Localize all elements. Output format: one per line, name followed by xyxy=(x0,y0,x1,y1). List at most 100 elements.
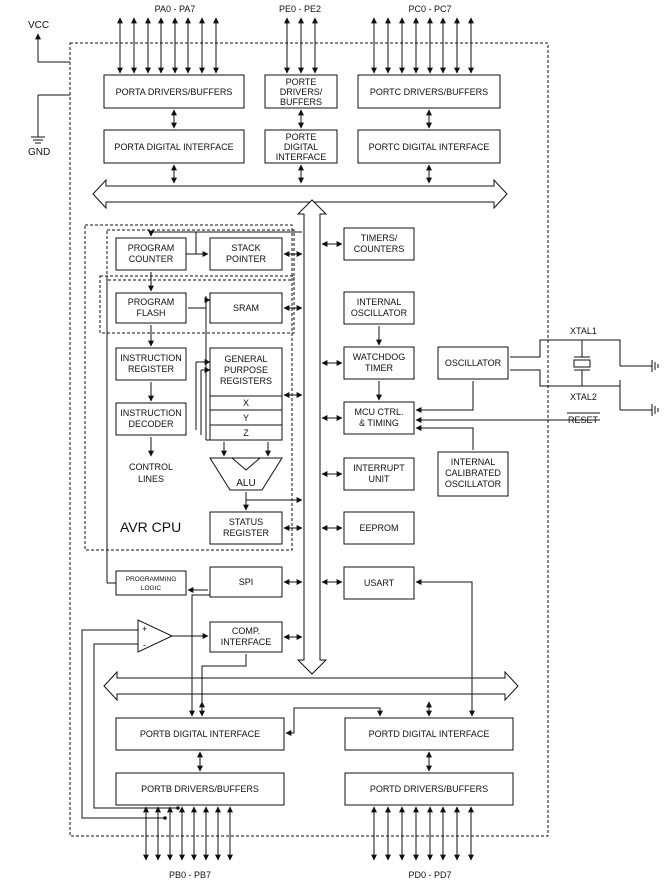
instruction-register-line-1: INSTRUCTION xyxy=(120,353,182,363)
internal-calibrated-line-2: CALIBRATED xyxy=(445,468,501,478)
internal-calibrated-oscillator-block: INTERNAL CALIBRATED OSCILLATOR xyxy=(437,451,509,497)
portb-interface-block: PORTB DIGITAL INTERFACE xyxy=(115,717,285,751)
comp-interface-line-2: INTERFACE xyxy=(221,637,272,647)
comp-interface-block: COMP. INTERFACE xyxy=(209,621,283,653)
alu-block xyxy=(209,457,283,491)
instruction-register-line-2: REGISTER xyxy=(128,364,175,374)
instruction-register-block: INSTRUCTION REGISTER xyxy=(115,347,187,381)
portd-interface-block: PORTD DIGITAL INTERFACE xyxy=(344,717,514,751)
watchdog-timer-block: WATCHDOG TIMER xyxy=(343,346,415,380)
alu-label: ALU xyxy=(236,478,255,489)
programming-logic-line-2: LOGIC xyxy=(141,585,162,592)
portb-pin-lines xyxy=(143,806,233,861)
spi-label: SPI xyxy=(239,577,254,587)
porte-pins-label: PE0 - PE2 xyxy=(279,4,321,14)
sram-label: SRAM xyxy=(233,303,259,313)
portc-interface-block: PORTC DIGITAL INTERFACE xyxy=(357,129,501,164)
porte-interface-line-1: PORTE xyxy=(286,132,317,142)
internal-calibrated-line-1: INTERNAL xyxy=(451,457,496,467)
control-lines-line-1: CONTROL xyxy=(129,462,173,472)
internal-calibrated-line-3: OSCILLATOR xyxy=(445,479,502,489)
porte-interface-line-3: INTERFACE xyxy=(276,152,327,162)
chip-outline xyxy=(69,42,549,837)
portc-pins-label: PC0 - PC7 xyxy=(408,4,451,14)
gp-registers-line-3: REGISTERS xyxy=(220,376,272,386)
porte-pin-lines xyxy=(284,17,318,74)
portd-drivers-block: PORTD DRIVERS/BUFFERS xyxy=(344,772,514,806)
oscillator-block: OSCILLATOR xyxy=(437,346,509,380)
internal-oscillator-block: INTERNAL OSCILLATOR xyxy=(343,291,415,325)
eeprom-block: EEPROM xyxy=(343,511,415,545)
usart-block: USART xyxy=(343,566,415,600)
interrupt-unit-block: INTERRUPT UNIT xyxy=(343,457,415,491)
portd-drivers-label: PORTD DRIVERS/BUFFERS xyxy=(370,784,488,794)
interrupt-unit-line-2: UNIT xyxy=(369,474,390,484)
control-lines-line-2: LINES xyxy=(138,474,164,484)
internal-oscillator-line-1: INTERNAL xyxy=(357,297,402,307)
xtal2-pin-label: XTAL2 xyxy=(570,392,597,402)
watchdog-line-1: WATCHDOG xyxy=(353,352,406,362)
top-data-bus xyxy=(92,178,508,210)
register-y-label: Y xyxy=(243,413,249,423)
porta-pins-label: PA0 - PA7 xyxy=(155,4,196,14)
stack-pointer-line-2: POINTER xyxy=(226,254,267,264)
vcc-label: VCC xyxy=(28,20,49,31)
portb-drivers-block: PORTB DRIVERS/BUFFERS xyxy=(115,772,285,806)
usart-label: USART xyxy=(364,578,395,588)
stack-pointer-line-1: STACK xyxy=(231,243,260,253)
porte-interface-line-2: DIGITAL xyxy=(284,142,318,152)
comp-interface-line-1: COMP. xyxy=(232,626,260,636)
porte-drivers-line-2: DRIVERS/ xyxy=(280,87,323,97)
porta-drivers-block: PORTA DRIVERS/BUFFERS xyxy=(103,74,245,109)
gnd-label: GND xyxy=(28,147,50,158)
register-z-label: Z xyxy=(243,428,249,438)
sram-block: SRAM xyxy=(209,292,283,324)
mcu-ctrl-line-2: & TIMING xyxy=(359,418,399,428)
avr-cpu-region xyxy=(84,224,293,551)
programming-logic-line-1: PROGRAMMING xyxy=(126,576,177,583)
porte-interface-block: PORTE DIGITAL INTERFACE xyxy=(264,129,338,164)
internal-oscillator-line-2: OSCILLATOR xyxy=(351,308,408,318)
portc-drivers-block: PORTC DRIVERS/BUFFERS xyxy=(357,74,501,109)
program-counter-block: PROGRAM COUNTER xyxy=(115,237,187,271)
status-register-block: STATUS REGISTER xyxy=(209,511,283,545)
portb-drivers-label: PORTB DRIVERS/BUFFERS xyxy=(141,784,259,794)
porta-drivers-label: PORTA DRIVERS/BUFFERS xyxy=(116,87,233,97)
porta-interface-label: PORTA DIGITAL INTERFACE xyxy=(114,142,233,152)
programming-logic-block: PROGRAMMING LOGIC xyxy=(115,570,187,596)
crystal-circuit xyxy=(510,339,659,416)
instruction-decoder-block: INSTRUCTION DECODER xyxy=(115,402,187,436)
portb-interface-label: PORTB DIGITAL INTERFACE xyxy=(140,729,260,739)
oscillator-label: OSCILLATOR xyxy=(445,358,502,368)
program-counter-line-1: PROGRAM xyxy=(128,243,175,253)
avr-cpu-label: AVR CPU xyxy=(120,519,181,535)
portd-pins-label: PD0 - PD7 xyxy=(408,870,451,880)
porte-drivers-line-1: PORTE xyxy=(286,77,317,87)
internal-data-bus xyxy=(296,199,328,675)
bottom-data-bus xyxy=(103,670,519,702)
portc-drivers-label: PORTC DRIVERS/BUFFERS xyxy=(370,87,488,97)
mcu-ctrl-line-1: MCU CTRL. xyxy=(355,407,404,417)
program-flash-block: PROGRAM FLASH xyxy=(115,292,187,324)
xtal1-pin-label: XTAL1 xyxy=(570,326,597,336)
status-register-line-2: REGISTER xyxy=(223,528,270,538)
register-x-label: X xyxy=(243,398,249,408)
gp-registers-block: GENERAL PURPOSE REGISTERS X Y Z xyxy=(209,347,283,441)
timers-counters-block: TIMERS/ COUNTERS xyxy=(343,227,415,261)
porta-pin-lines xyxy=(117,17,219,74)
portc-pin-lines xyxy=(371,17,474,74)
interrupt-unit-line-1: INTERRUPT xyxy=(353,463,405,473)
analog-comparator xyxy=(137,619,174,653)
program-flash-line-1: PROGRAM xyxy=(128,297,175,307)
porte-drivers-block: PORTE DRIVERS/ BUFFERS xyxy=(264,74,338,109)
gnd-connection: GND xyxy=(28,94,70,158)
porta-interface-block: PORTA DIGITAL INTERFACE xyxy=(103,129,245,164)
gp-registers-line-1: GENERAL xyxy=(224,354,267,364)
spi-block: SPI xyxy=(209,566,283,598)
status-register-line-1: STATUS xyxy=(229,517,263,527)
portb-pins-label: PB0 - PB7 xyxy=(169,870,211,880)
stack-pointer-block: STACK POINTER xyxy=(209,237,283,271)
timers-line-2: COUNTERS xyxy=(354,244,405,254)
gp-registers-line-2: PURPOSE xyxy=(224,365,268,375)
instruction-decoder-line-1: INSTRUCTION xyxy=(120,408,182,418)
